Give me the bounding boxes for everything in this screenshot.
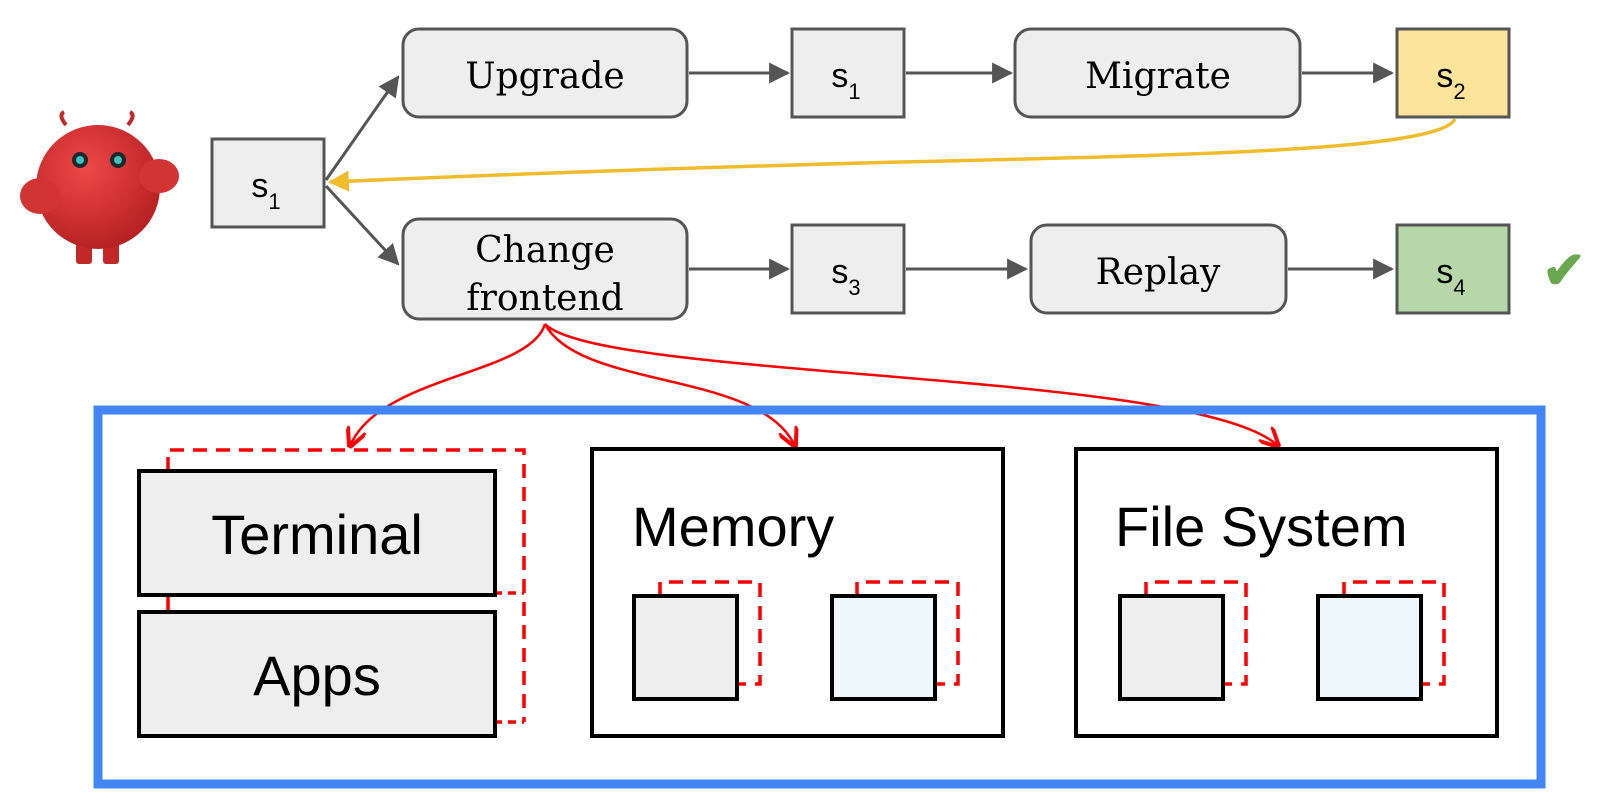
action-replay: Replay <box>1029 223 1288 315</box>
svg-text:s1: s1 <box>831 57 860 104</box>
memory-box: Memory <box>590 447 1005 738</box>
memory-label: Memory <box>632 495 834 558</box>
state-s4-success: s4 <box>1395 223 1511 315</box>
svg-text:s2: s2 <box>1436 57 1465 104</box>
terminal-label: Terminal <box>211 503 423 566</box>
state-label: s <box>831 57 848 95</box>
action-migrate-label: Migrate <box>1085 56 1231 97</box>
snapshot-arrow-terminal <box>350 323 547 446</box>
state-subscript: 1 <box>268 189 280 214</box>
state-s3: s3 <box>790 223 906 315</box>
start-state-box: s1 <box>210 137 326 229</box>
state-subscript: 4 <box>1453 275 1465 300</box>
action-replay-label: Replay <box>1096 252 1221 293</box>
branch-arrow-bottom <box>324 184 400 266</box>
svg-text:s1: s1 <box>251 167 280 214</box>
file-block-dashed-copy <box>1144 580 1248 686</box>
action-change-frontend-line1: Change <box>475 230 615 271</box>
action-upgrade: Upgrade <box>401 27 689 119</box>
state-s2-failed: s2 <box>1395 27 1511 119</box>
memory-page-copy <box>830 594 937 701</box>
state-label: s <box>1436 57 1453 95</box>
system-container <box>93 405 1546 789</box>
terminal-apps-group: Terminal Apps <box>137 448 526 738</box>
memory-page-dashed-copy-2 <box>855 580 960 686</box>
rollback-arrow <box>327 117 1457 192</box>
memory-page-original <box>632 594 739 701</box>
file-block-copy <box>1316 594 1423 701</box>
file-block-dashed-copy-2 <box>1342 580 1446 686</box>
file-system-box: File System <box>1074 447 1499 738</box>
action-upgrade-label: Upgrade <box>465 56 624 97</box>
state-s1-top: s1 <box>790 27 906 119</box>
state-subscript: 2 <box>1453 79 1465 104</box>
file-system-label: File System <box>1115 495 1408 558</box>
snapshot-arrow-memory <box>543 323 795 446</box>
snapshot-arrow-filesystem <box>544 323 1278 446</box>
action-migrate: Migrate <box>1013 27 1302 119</box>
state-label: s <box>1436 253 1453 291</box>
apps-box <box>137 610 497 738</box>
apps-label: Apps <box>253 644 381 707</box>
memory-page-dashed-copy <box>658 580 762 686</box>
terminal-apps-dashed-copy <box>166 448 526 722</box>
svg-text:s3: s3 <box>831 253 860 300</box>
state-subscript: 3 <box>848 275 860 300</box>
branch-arrow-top <box>324 75 400 181</box>
file-block-original <box>1118 594 1225 701</box>
action-change-frontend: Change frontend <box>401 217 689 321</box>
robot-mascot-icon <box>20 110 179 264</box>
action-change-frontend-line2: frontend <box>466 278 623 319</box>
state-label: s <box>251 167 268 205</box>
state-subscript: 1 <box>848 79 860 104</box>
state-label: s <box>831 253 848 291</box>
svg-text:s4: s4 <box>1436 253 1465 300</box>
terminal-box <box>137 469 497 597</box>
check-mark-icon: ✔ <box>1542 242 1586 300</box>
